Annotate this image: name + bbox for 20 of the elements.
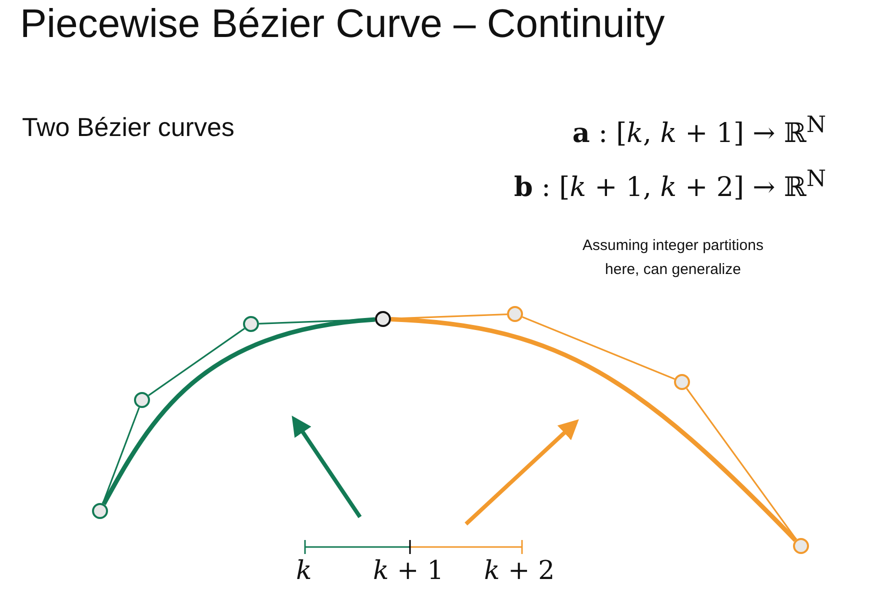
control-polygon-line <box>686 388 797 540</box>
control-point <box>507 306 523 322</box>
control-point <box>375 311 391 327</box>
note-text: Assuming integer partitions here, can generalize <box>582 236 764 280</box>
control-point <box>793 538 809 554</box>
axis-label: k + 2 <box>484 556 555 586</box>
control-polygon-line <box>148 328 245 396</box>
slide-title: Piecewise Bézier Curve – Continuity <box>20 2 665 47</box>
subtitle: Two Bézier curves <box>22 112 234 143</box>
control-point <box>243 316 259 332</box>
axis-label: k <box>296 556 312 586</box>
control-point <box>674 374 690 390</box>
control-point <box>134 392 150 408</box>
axis-label: k + 1 <box>373 556 444 586</box>
control-point <box>92 503 108 519</box>
formula: a : [k, k + 1] → ℝ$^{N}$ <box>572 112 826 149</box>
formula: b : [k + 1, k + 2] → ℝ$^{N}$ <box>514 166 826 203</box>
bezier-curve <box>390 317 798 542</box>
control-polygon-line <box>522 316 675 380</box>
bezier-curve <box>102 317 376 506</box>
